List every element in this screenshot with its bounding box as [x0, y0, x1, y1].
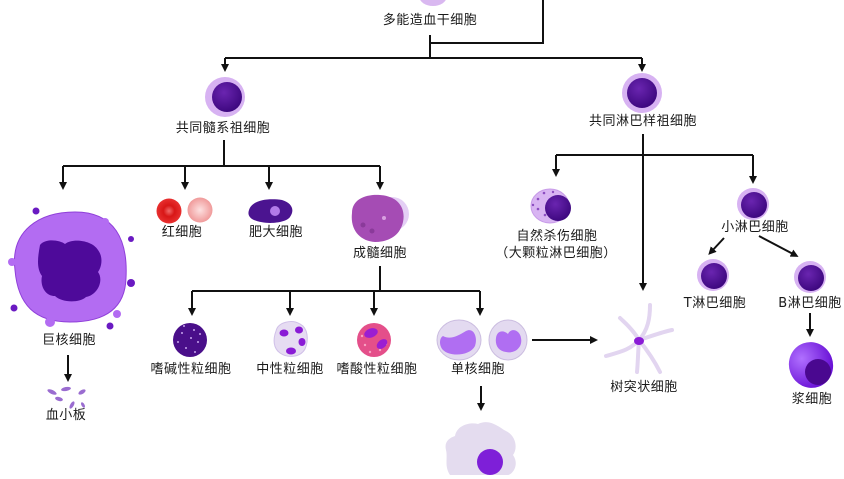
t-cell-icon	[697, 259, 729, 291]
plasma-cell-icon	[788, 342, 834, 388]
b-cell-icon	[794, 261, 826, 293]
monocyte-label: 单核细胞	[450, 362, 506, 377]
plasma-cell-label: 浆细胞	[791, 392, 833, 407]
monocyte-cell-icon	[436, 319, 528, 361]
hsc-label: 多能造血干细胞	[382, 13, 478, 28]
eosinophil-cell-icon	[357, 323, 391, 357]
small-lymphocyte-cell-icon	[737, 188, 769, 220]
nk-cell-icon	[530, 188, 571, 224]
nk-cell-label: 自然杀伤细胞	[516, 229, 598, 244]
neutrophil-label: 中性粒细胞	[256, 362, 324, 377]
dendritic-nucleus-icon	[634, 337, 644, 345]
myeloblast-cell-icon	[351, 194, 409, 242]
eosinophil-label: 嗜酸性粒细胞	[336, 362, 418, 377]
nk-cell-sublabel: （大颗粒淋巴细胞）	[495, 246, 617, 261]
mast-cell-icon	[248, 199, 293, 223]
t-cell-label: T淋巴细胞	[683, 296, 747, 311]
myeloblast-label: 成髓细胞	[352, 246, 408, 261]
dendritic-cell-label: 树突状细胞	[610, 380, 678, 395]
b-cell-label: B淋巴细胞	[778, 296, 842, 311]
erythrocyte-label: 红细胞	[161, 225, 203, 240]
erythrocyte-cell-icon	[156, 197, 213, 224]
small-lymphocyte-label: 小淋巴细胞	[721, 220, 789, 235]
arrow-to-b-cell	[758, 235, 799, 257]
megakaryocyte-cell-icon	[8, 207, 135, 330]
cmp-cell-icon	[205, 77, 245, 117]
megakaryocyte-label: 巨核细胞	[41, 333, 97, 348]
arrow-to-t-cell	[708, 237, 725, 255]
platelet-cell-icon	[47, 386, 86, 409]
basophil-label: 嗜碱性粒细胞	[150, 362, 232, 377]
macrophage-cell-icon	[445, 422, 516, 475]
clp-label: 共同淋巴样祖细胞	[588, 114, 698, 129]
hsc-cell-icon	[420, 0, 446, 6]
clp-cell-icon	[622, 73, 662, 113]
platelet-label: 血小板	[45, 408, 87, 423]
neutrophil-cell-icon	[273, 321, 308, 357]
mast-cell-label: 肥大细胞	[248, 225, 304, 240]
basophil-cell-icon	[173, 323, 207, 357]
cmp-label: 共同髓系祖细胞	[175, 121, 271, 136]
connectors	[59, 0, 814, 411]
